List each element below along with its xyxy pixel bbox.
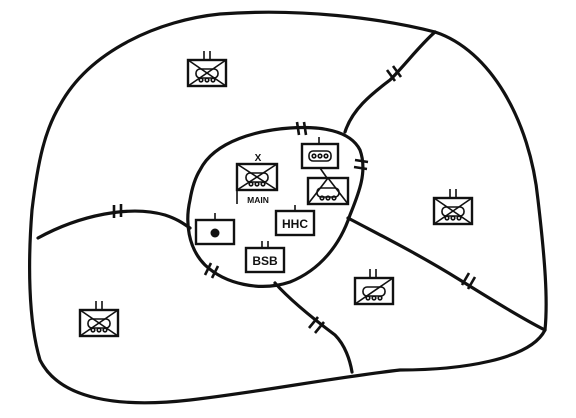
armored-infantry-unit-symbol [78, 301, 120, 338]
boundary-east [346, 216, 547, 332]
boundary-tick-east-inner [353, 158, 369, 171]
hhc-label: HHC [282, 217, 308, 231]
tracked-unit-symbol [300, 137, 340, 170]
boundary-south [273, 281, 354, 374]
boundary-north-east [343, 30, 437, 134]
boundary-tick-south-west [203, 262, 220, 279]
bsb-label: BSB [252, 254, 278, 268]
boundary-tick-north-east [385, 65, 403, 82]
inner-boundary [186, 125, 365, 288]
armored-infantry-unit-symbol [432, 189, 474, 226]
brigade-main-cp-symbol [235, 162, 279, 204]
bsb-unit-symbol: BSB [244, 241, 286, 274]
boundary-tick-north [295, 121, 308, 136]
brigade-echelon-label: X [255, 153, 262, 164]
armored-infantry-unit-symbol [186, 51, 228, 88]
outer-boundary [28, 10, 548, 405]
main-cp-label: MAIN [247, 195, 269, 205]
hhc-unit-symbol: HHC [274, 205, 316, 237]
connector-line [319, 167, 328, 179]
support-unit-symbol [194, 213, 236, 246]
dot-icon [210, 228, 220, 238]
boundary-tick-south [307, 316, 326, 334]
boundary-west [36, 209, 192, 240]
armored-recon-unit-symbol [306, 176, 350, 206]
boundary-tick-west [112, 204, 123, 218]
armor-recon-unit-symbol [353, 269, 395, 306]
boundary-tick-east [460, 272, 477, 290]
